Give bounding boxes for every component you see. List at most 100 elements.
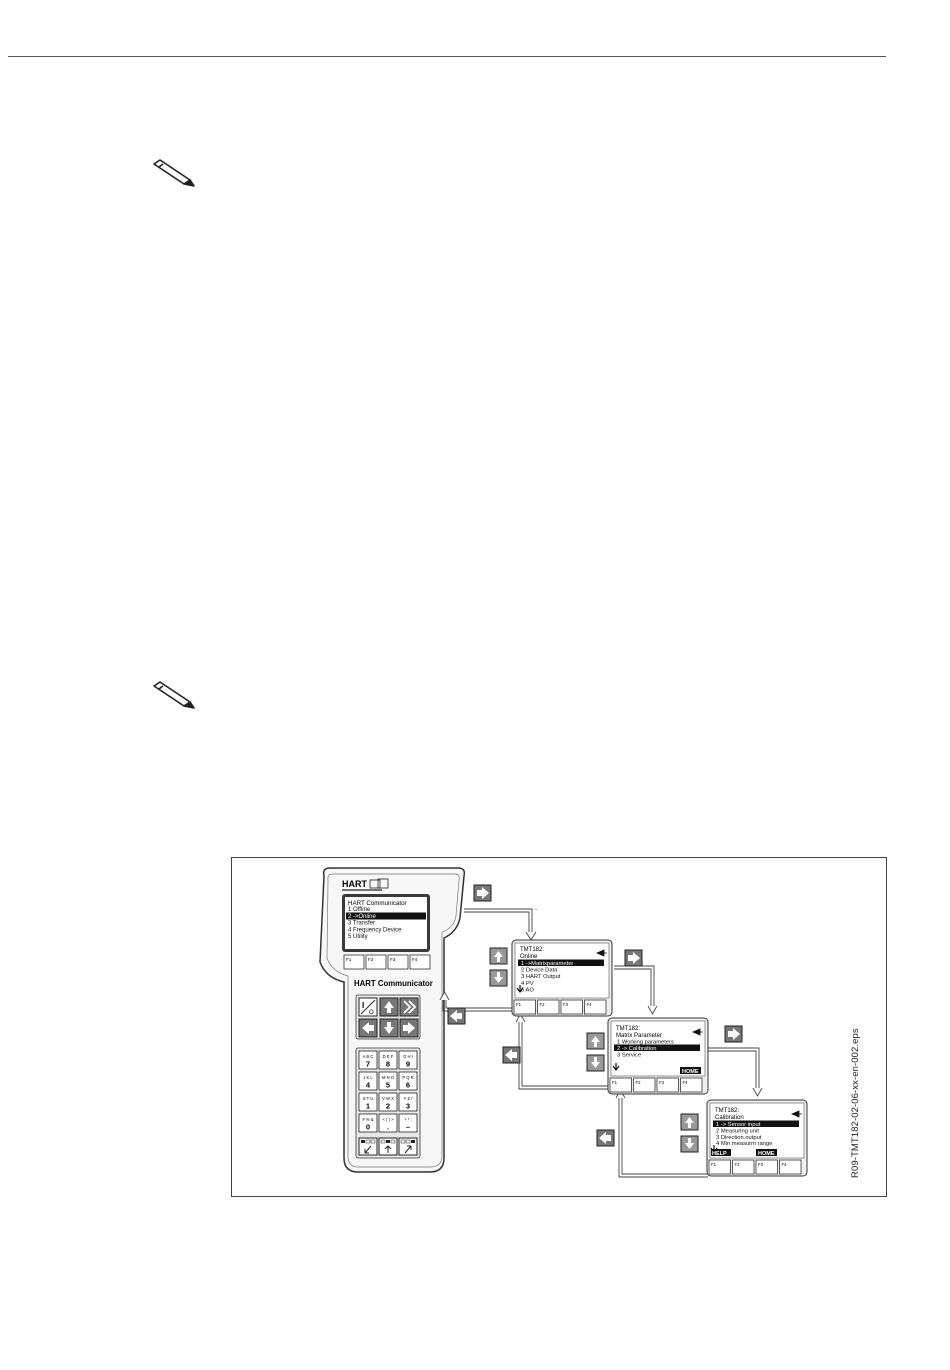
softkey-label: F1 [516, 1002, 522, 1007]
key-digit: 1 [366, 1102, 370, 1111]
screen1-menu-item: 1 ->Matrixparameter [521, 961, 573, 967]
key-letters: M N O [382, 1075, 395, 1080]
softkey-label: F3 [563, 1002, 569, 1007]
softkey [560, 999, 583, 1015]
softkey [656, 1077, 679, 1093]
screen3-home-label: HOME [758, 1151, 775, 1157]
number-key [378, 1050, 398, 1070]
screen2-menu-item: 3 Service [617, 1053, 641, 1059]
softkey [680, 1077, 703, 1093]
number-key [378, 1092, 398, 1112]
communicator-menu-item: 1 Offline [348, 907, 371, 913]
screen2-menu-item: 2 -> Calibration [617, 1046, 656, 1052]
key-digit: 8 [386, 1060, 390, 1069]
softkey [779, 1159, 802, 1175]
screen1-menu-item: 3 HART Output [521, 974, 561, 980]
softkey [609, 1077, 632, 1093]
key-letters: < ( ) > [382, 1117, 394, 1122]
softkey-label: F1 [711, 1162, 717, 1167]
shift-keys [358, 1137, 418, 1156]
screen3-menu-item: 2 Measuring unit [716, 1128, 759, 1134]
pencil-note-icon [153, 159, 195, 187]
communicator-menu-item: 2 ->Online [348, 914, 377, 920]
down-arrow-button-icon [489, 969, 508, 987]
softkey [365, 954, 387, 970]
key-letters: D E F [383, 1054, 394, 1059]
key-digit: 7 [366, 1060, 370, 1069]
up-arrow-button-icon [489, 947, 508, 965]
number-key [398, 1071, 418, 1091]
screen2-title: TMT182: [616, 1026, 640, 1032]
screen3-subtitle: Calibration [715, 1115, 744, 1121]
softkey [537, 999, 560, 1015]
screen3-help-label: HELP [712, 1151, 727, 1157]
figure-caption: R09-TMT182-02-06-xx-en-002.eps [850, 1028, 861, 1178]
softkey-label: F3 [659, 1080, 665, 1085]
communicator-menu-item: 3 Transfer [348, 921, 375, 927]
right-arrow-button-icon [724, 1025, 743, 1043]
screen-matrix-parameter: TMT182: Matrix Parameter 1 Working param… [607, 1017, 709, 1095]
hart-logo: HART [342, 879, 367, 889]
key-letters: Y Z / [404, 1096, 414, 1101]
softkey-label: F4 [587, 1002, 593, 1007]
screen3-title: TMT182: [715, 1108, 739, 1114]
screen1-subtitle: Online [520, 954, 538, 960]
screen2-home-label: HOME [682, 1069, 699, 1075]
screen3-menu-item: 3 Direction output [716, 1135, 762, 1141]
screen1-menu-item: 2 Device Data [521, 968, 558, 974]
screen1-title: TMT182: [520, 947, 544, 953]
key-letters: A B C [363, 1054, 374, 1059]
key-digit: 3 [406, 1102, 410, 1111]
softkey [513, 999, 536, 1015]
communicator-menu-item: 5 Utility [348, 934, 368, 940]
key-letters: G H I [403, 1054, 413, 1059]
header-rule [8, 56, 886, 57]
softkey [708, 1159, 731, 1175]
softkey-label: F3 [390, 957, 396, 962]
back-icon [595, 949, 607, 957]
right-arrow-button-icon [473, 884, 492, 902]
number-key [358, 1092, 378, 1112]
number-key [398, 1050, 418, 1070]
key-letters: + * : [404, 1117, 412, 1122]
down-arrow-button-icon [586, 1054, 605, 1072]
communicator-screen-title: HART Communicator [348, 900, 407, 907]
key-letters: P Q R [402, 1075, 413, 1080]
key-letters: S T U [363, 1096, 374, 1101]
screen3-menu-item: 1 -> Sensor input [716, 1122, 761, 1128]
nav-button-icons [447, 884, 743, 1153]
svg-text:O: O [369, 1010, 374, 1016]
alphanumeric-keypad: A B C7D E F8G H I9J K L4M N O5P Q R6S T … [358, 1050, 418, 1133]
number-key [378, 1071, 398, 1091]
softkey-label: F4 [782, 1162, 788, 1167]
key-digit: 0 [366, 1123, 370, 1132]
up-arrow-button-icon [680, 1113, 699, 1131]
key-digit: – [406, 1123, 410, 1132]
key-letters: J K L [363, 1075, 373, 1080]
screen1-menu-item: 5 AO [521, 987, 534, 993]
screen1-menu-item: 4 PV [521, 981, 534, 987]
number-key [358, 1050, 378, 1070]
softkey [755, 1159, 778, 1175]
number-key [398, 1092, 418, 1112]
softkey [343, 954, 365, 970]
back-icon [790, 1110, 802, 1118]
softkey-label: F2 [636, 1080, 642, 1085]
communicator-menu-item: 4 Frequency Device [348, 927, 402, 933]
key-digit: 6 [406, 1081, 410, 1090]
number-key [358, 1071, 378, 1091]
number-key [378, 1113, 398, 1133]
left-arrow-button-icon [596, 1129, 615, 1147]
communicator-name: HART Communicator [354, 979, 433, 988]
number-key [358, 1113, 378, 1133]
left-arrow-button-icon [447, 1007, 466, 1025]
scroll-down-icon [612, 1063, 620, 1071]
softkey-label: F1 [612, 1080, 618, 1085]
key-digit: 5 [386, 1081, 390, 1090]
key-digit: . [387, 1123, 389, 1132]
key-letters: # % & [362, 1117, 373, 1122]
softkey-label: F2 [735, 1162, 741, 1167]
up-arrow-button-icon [586, 1032, 605, 1050]
